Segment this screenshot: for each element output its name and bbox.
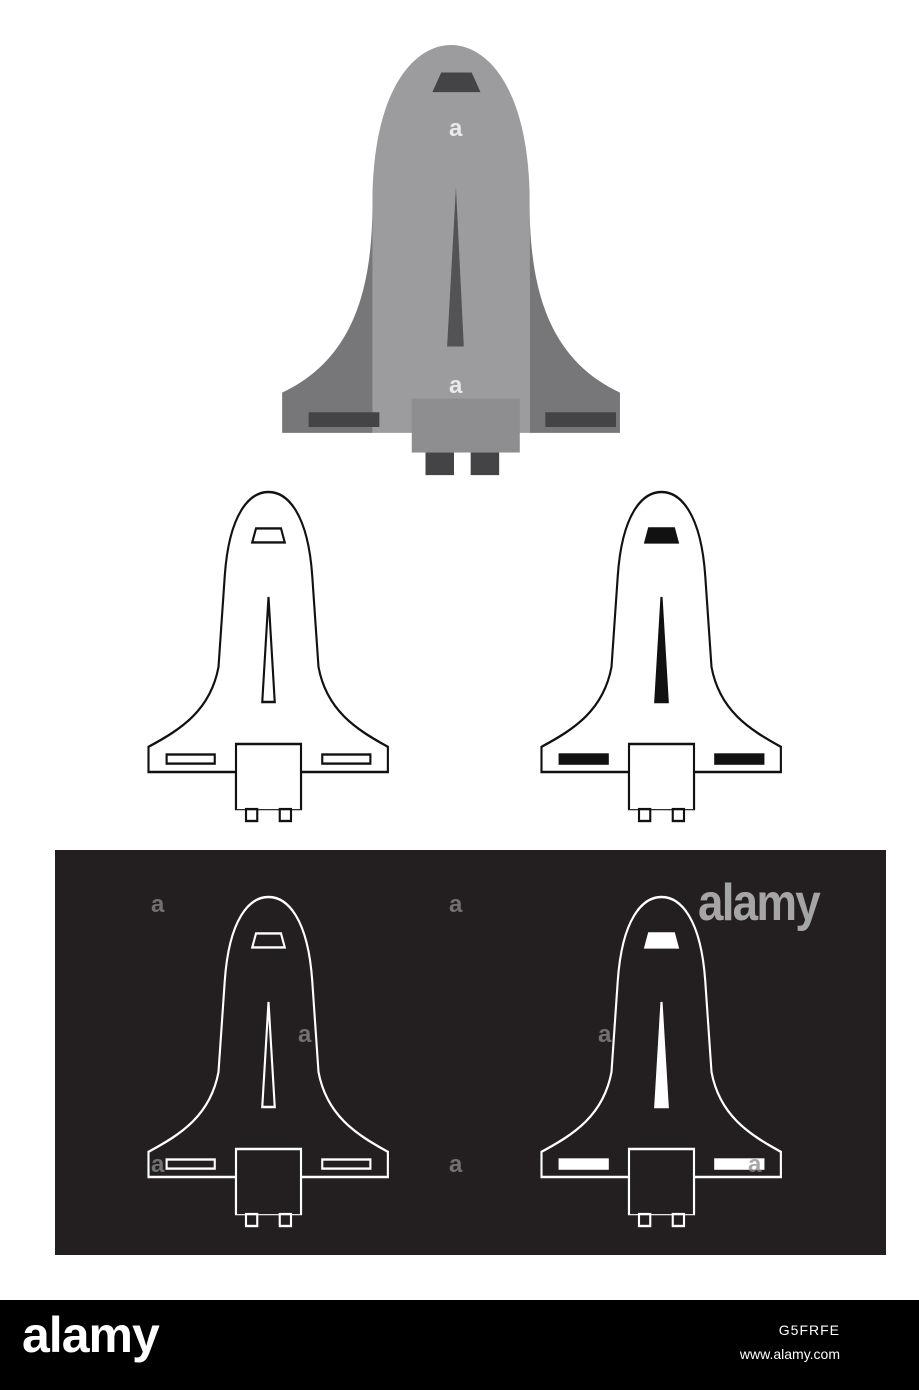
shuttle-gray-fuselage <box>372 45 530 433</box>
shuttle-white-outline-on-dark <box>147 895 390 1228</box>
footer-bar <box>0 1300 919 1390</box>
watermark-glyph: a <box>449 115 463 142</box>
shuttle-white-accents-on-dark <box>540 895 783 1228</box>
watermark-glyph: a <box>298 1021 312 1048</box>
watermark-glyph: a <box>449 891 463 918</box>
shuttle-gray-nozzle-right <box>470 452 500 476</box>
shuttle-gray-window <box>432 72 481 93</box>
shuttle-gray-wings <box>282 202 620 433</box>
shuttle-gray-flap-left <box>308 412 380 427</box>
watermark-glyph: a <box>151 891 165 918</box>
dark-background-panel <box>55 850 886 1255</box>
watermark-glyph: a <box>598 1021 612 1048</box>
watermark-logo: alamy <box>698 874 821 932</box>
watermark-glyph: a <box>449 1151 463 1178</box>
shuttle-gray-flap-right <box>545 412 617 427</box>
shuttle-outline-white <box>147 490 390 823</box>
shuttle-gray-stripe <box>447 187 464 347</box>
watermark-glyph: a <box>151 1151 165 1178</box>
footer-image-id: G5FRFE <box>778 1322 840 1338</box>
footer-url: www.alamy.com <box>739 1346 840 1362</box>
watermark-glyph: a <box>748 1151 762 1178</box>
shuttle-gray-nozzle-left <box>425 452 454 476</box>
watermark-glyph: a <box>449 372 463 399</box>
shuttle-gray-filled <box>282 45 620 476</box>
shuttle-outline-black-accents <box>540 490 783 823</box>
shuttle-gray-tail-block <box>411 398 520 453</box>
footer-brand-logo: alamy <box>22 1307 160 1363</box>
